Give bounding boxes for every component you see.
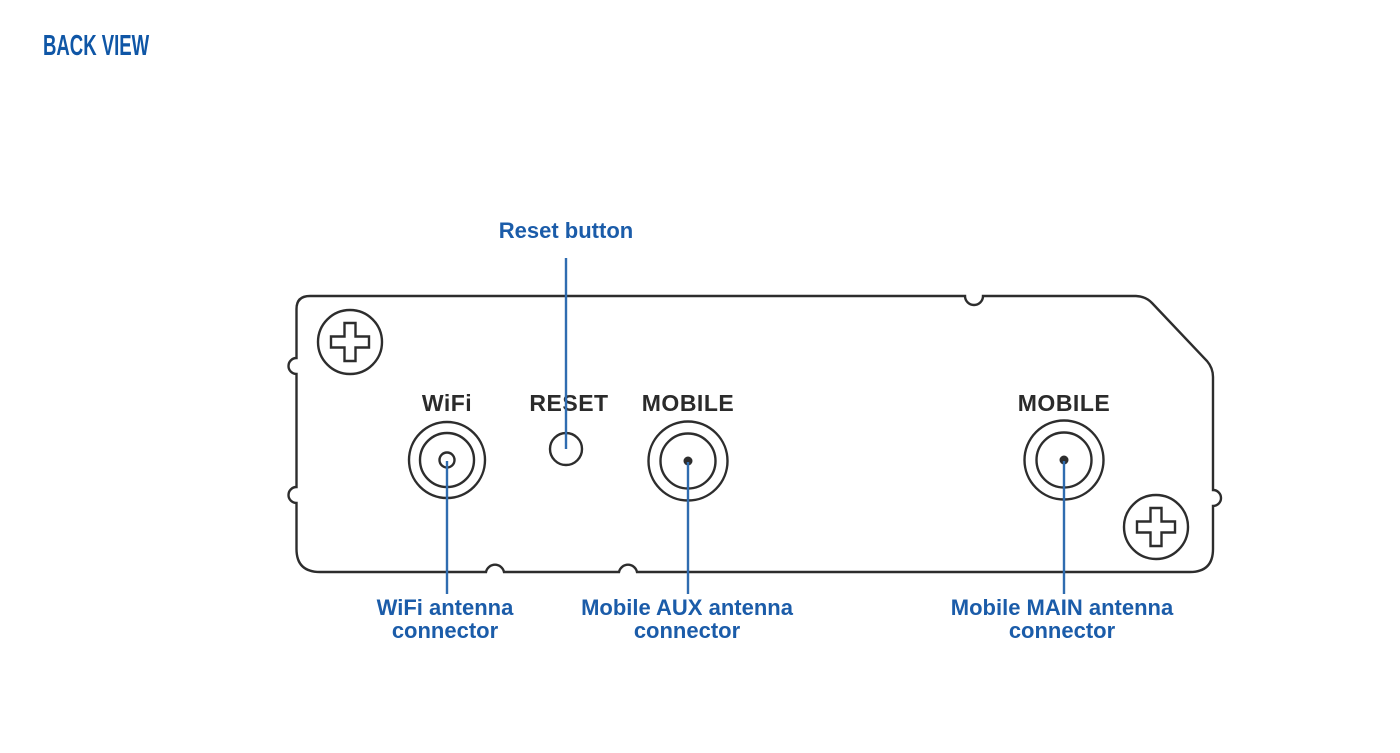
callout-text-line2: connector (633, 618, 741, 643)
device-back-panel-outline (287, 294, 1223, 574)
panel-label-mobile-main: MOBILE (1017, 390, 1111, 416)
panel-label-wifi: WiFi (421, 390, 473, 416)
callout-text-line1: WiFi antenna (376, 595, 514, 620)
mobile-aux-antenna-connector-icon (647, 420, 729, 502)
callout-text-line1: Mobile AUX antenna (581, 595, 793, 620)
mobile-main-antenna-connector-icon (1023, 419, 1105, 501)
panel-label-mobile-aux: MOBILE (641, 390, 735, 416)
callout-text: Reset button (498, 218, 634, 243)
panel-label-reset: RESET (529, 390, 609, 416)
callout-label-mobile-main-antenna: Mobile MAIN antenna connector (951, 596, 1173, 642)
callout-text-line1: Mobile MAIN antenna (950, 595, 1174, 620)
reset-button-hole-icon (548, 431, 584, 467)
callout-text-line2: connector (391, 618, 499, 643)
phillips-screw-bottom-right-icon (1122, 493, 1190, 561)
callout-label-reset-button: Reset button (499, 219, 633, 242)
callout-text-line2: connector (1008, 618, 1116, 643)
page-title: BACK VIEW (43, 30, 150, 62)
callout-label-mobile-aux-antenna: Mobile AUX antenna connector (581, 596, 793, 642)
wifi-antenna-connector-icon (407, 420, 487, 500)
callout-label-wifi-antenna: WiFi antenna connector (377, 596, 514, 642)
phillips-screw-top-left-icon (316, 308, 384, 376)
